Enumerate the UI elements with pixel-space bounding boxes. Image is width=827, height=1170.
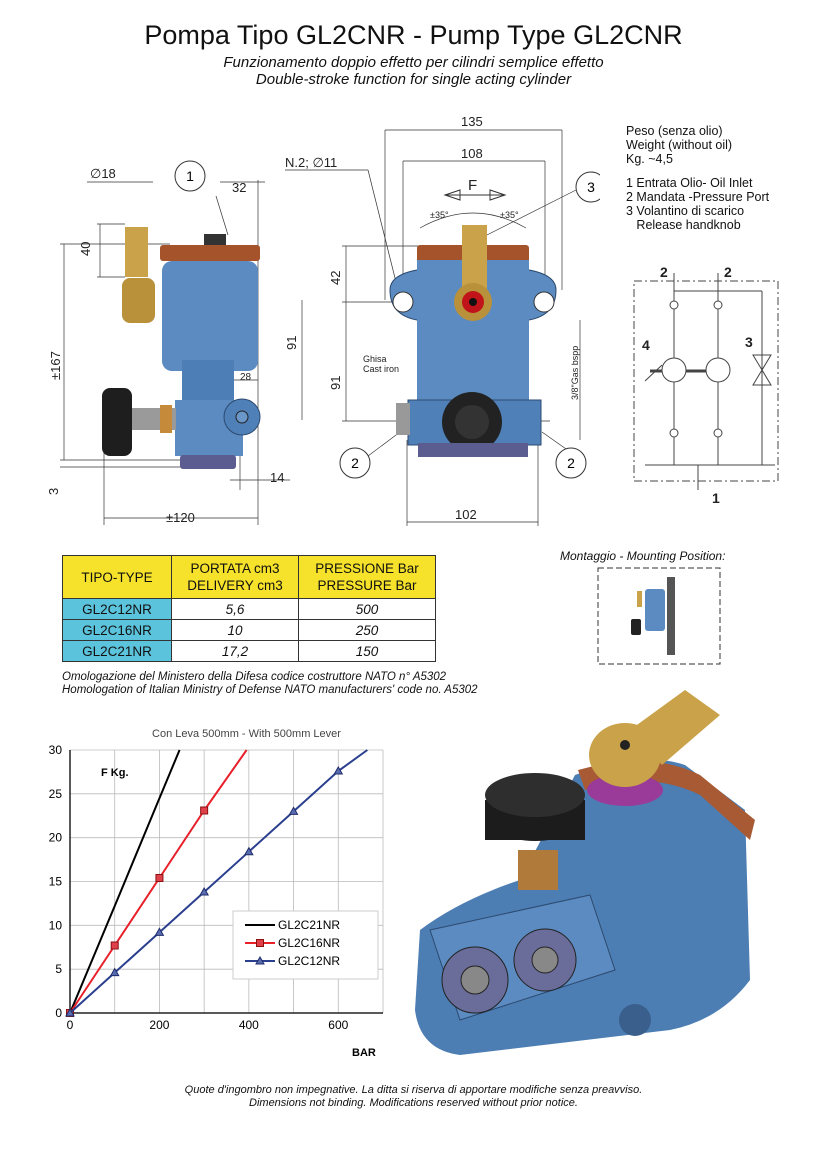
y-tick-label: 20 xyxy=(49,831,63,845)
dim-91: 91 xyxy=(284,336,299,350)
thread-spec: 3/8"Gas bspp xyxy=(570,346,580,400)
y-tick-label: 15 xyxy=(49,875,63,889)
x-tick-label: 400 xyxy=(239,1018,259,1032)
series-line-GL2C21NR xyxy=(69,749,181,1014)
x-tick-label: 0 xyxy=(67,1018,74,1032)
x-axis-label: BAR xyxy=(352,1047,376,1059)
y-tick-label: 10 xyxy=(49,918,63,932)
subtitle-english: Double-stroke function for single acting… xyxy=(255,71,572,88)
schematic-label-3: 3 xyxy=(745,334,753,350)
data-point-GL2C12NR xyxy=(243,846,254,856)
callout-3: 3 xyxy=(587,179,595,195)
callout-2-right: 2 xyxy=(567,455,575,471)
header-type: TIPO-TYPE xyxy=(62,555,172,599)
release-handknob xyxy=(102,388,132,456)
port-plug xyxy=(513,928,577,992)
y-tick-label: 0 xyxy=(55,1006,62,1020)
dim-108: 108 xyxy=(461,146,483,161)
homologation-note-it: Omologazione del Ministero della Difesa … xyxy=(62,671,447,683)
mounting-label: Montaggio - Mounting Position: xyxy=(560,549,726,563)
data-point-GL2C12NR xyxy=(109,967,120,977)
front-view-drawing: 135 108 N.2; ∅11 F ±35° ±35° 42 91 102 3… xyxy=(285,114,600,526)
dim-28: 28 xyxy=(240,372,252,383)
homologation-note-en: Homologation of Italian Ministry of Defe… xyxy=(62,684,478,696)
disclaimer-it: Quote d'ingombro non impegnative. La dit… xyxy=(184,1084,643,1096)
mounting-diagram xyxy=(597,567,721,665)
dim-40: 40 xyxy=(78,242,93,256)
table-row: GL2C21NR 17,2 150 xyxy=(62,640,436,662)
dim-42: 42 xyxy=(328,271,343,285)
x-tick-label: 200 xyxy=(149,1018,169,1032)
data-point-GL2C12NR xyxy=(288,806,299,815)
legend-item: Release handknob xyxy=(626,218,741,232)
disclaimer-en: Dimensions not binding. Modifications re… xyxy=(249,1097,578,1109)
dim-diameter-18: ∅18 xyxy=(90,166,116,181)
legend-marker xyxy=(256,939,264,947)
weight-label-en: Weight (without oil) xyxy=(626,138,733,152)
table-row: GL2C12NR 5,6 500 xyxy=(62,598,436,620)
angle-right: ±35° xyxy=(500,210,519,220)
legend-item: 3 Volantino di scarico xyxy=(626,204,745,218)
pump-render xyxy=(415,690,755,1055)
data-point-GL2C16NR xyxy=(200,806,209,815)
hydraulic-schematic: 2 2 4 3 1 xyxy=(633,264,779,506)
legend-label: GL2C21NR xyxy=(278,918,340,932)
legend-item: 1 Entrata Olio- Oil Inlet xyxy=(626,176,753,190)
legend-label: GL2C12NR xyxy=(278,954,340,968)
dim-14: 14 xyxy=(270,470,284,485)
callout-2-left: 2 xyxy=(351,455,359,471)
angle-left: ±35° xyxy=(430,210,449,220)
page-title: Pompa Tipo GL2CNR - Pump Type GL2CNR xyxy=(144,20,683,50)
data-point-GL2C16NR xyxy=(110,941,119,950)
weight-value: Kg. ~4,5 xyxy=(626,152,673,166)
port-plug xyxy=(441,946,509,1014)
callout-1 xyxy=(174,160,206,192)
specifications: Peso (senza olio) Weight (without oil) K… xyxy=(626,124,769,232)
table-row: GL2C16NR 10 250 xyxy=(62,619,436,641)
inlet-fitting xyxy=(125,227,148,277)
data-point-GL2C16NR xyxy=(155,873,164,882)
series-line-GL2C12NR xyxy=(69,749,368,1014)
dim-3: 3 xyxy=(46,488,61,495)
material-italian: Ghisa xyxy=(363,354,387,364)
schematic-label-4: 4 xyxy=(642,337,650,353)
y-tick-label: 25 xyxy=(49,787,63,801)
weight-label-it: Peso (senza olio) xyxy=(626,124,723,138)
dim-102: 102 xyxy=(455,507,477,522)
schematic-port-2: 2 xyxy=(724,264,732,280)
y-axis-label: F Kg. xyxy=(101,767,129,779)
legend-item: 2 Mandata -Pressure Port xyxy=(626,190,770,204)
dim-135: 135 xyxy=(461,114,483,129)
x-tick-label: 600 xyxy=(328,1018,348,1032)
dim-120: ±120 xyxy=(166,510,195,525)
dim-32: 32 xyxy=(232,180,246,195)
y-tick-label: 30 xyxy=(49,743,63,757)
force-pressure-chart: Con Leva 500mm - With 500mm Lever 0 5 10 15 2… xyxy=(49,728,384,1059)
data-point-GL2C12NR xyxy=(333,766,344,775)
subtitle-italian: Funzionamento doppio effetto per cilindr… xyxy=(223,54,604,71)
legend-marker xyxy=(255,955,265,965)
callout-1-label: 1 xyxy=(186,168,194,184)
dim-mounting-holes: N.2; ∅11 xyxy=(285,155,337,170)
legend-label: GL2C16NR xyxy=(278,936,340,950)
y-tick-label: 5 xyxy=(55,962,62,976)
data-point-GL2C12NR xyxy=(154,927,165,936)
material-english: Cast iron xyxy=(363,364,399,374)
force-label: F xyxy=(468,177,477,194)
side-view-drawing: 1 ∅18 32 40 ±167 91 28 3 14 ±120 xyxy=(46,160,303,525)
chart-title: Con Leva 500mm - With 500mm Lever xyxy=(152,728,341,740)
data-point-GL2C12NR xyxy=(65,1007,75,1017)
schematic-port-1: 1 xyxy=(712,490,720,506)
dim-167: ±167 xyxy=(48,351,63,380)
schematic-port-2: 2 xyxy=(660,264,668,280)
data-point-GL2C12NR xyxy=(199,887,210,896)
dim-91-front: 91 xyxy=(328,376,343,390)
